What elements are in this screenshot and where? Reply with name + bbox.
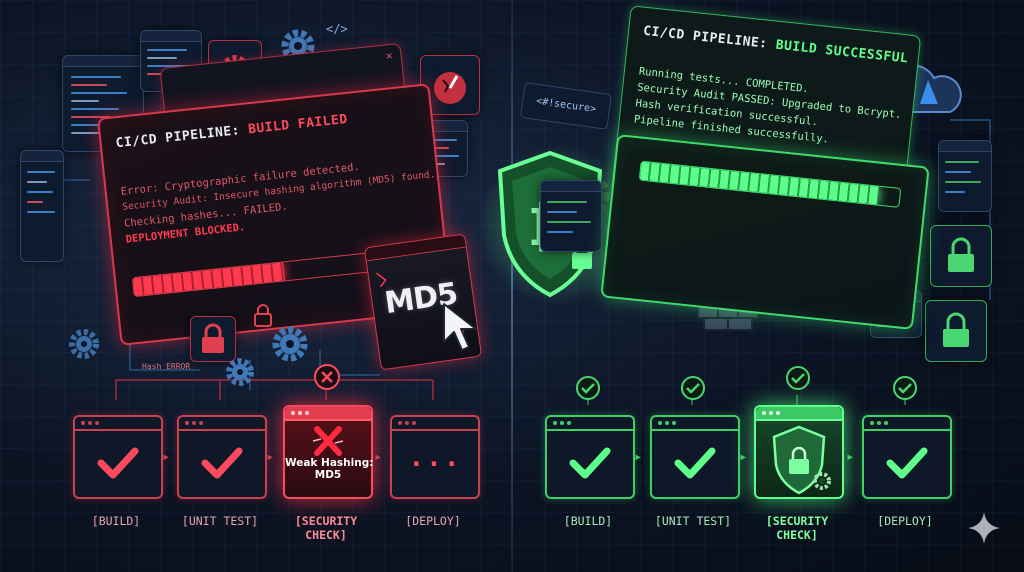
lock-window-green-2 — [925, 300, 987, 362]
arrow-icon: ▸ — [374, 449, 383, 465]
arrow-icon: ▸ — [634, 449, 643, 465]
stage-security-check-passed — [754, 405, 844, 499]
sparkle-icon — [968, 512, 1000, 544]
weak-hashing-note: Weak Hashing: MD5 — [285, 457, 374, 481]
lock-icon — [943, 312, 969, 347]
stage-unit-test-failed-pipeline — [177, 415, 267, 499]
shield-lock-icon — [772, 425, 831, 495]
lock-icon — [948, 237, 974, 272]
close-icon: ✕ — [385, 48, 394, 63]
lock-icon — [202, 323, 224, 353]
lock-window-red — [190, 316, 236, 362]
side-window-left — [20, 150, 64, 262]
terminal-title-prefix: CI/CD PIPELINE: — [642, 23, 769, 52]
arrow-icon: ▸ — [162, 449, 171, 465]
check-icon — [569, 447, 611, 479]
gear-icon — [272, 326, 308, 362]
stage-build-failed-pipeline — [73, 415, 163, 499]
broken-gauge-icon — [434, 72, 466, 104]
side-window-right — [938, 140, 992, 212]
terminal-title-status: BUILD SUCCESSFUL — [774, 37, 909, 67]
hash-error-label: Hash ERROR — [142, 362, 191, 371]
check-icon — [97, 447, 139, 479]
check-icon — [201, 447, 243, 479]
pending-dots: ... — [408, 443, 462, 473]
stage-label-unit-test: [UNIT TEST] — [181, 514, 259, 528]
gear-icon — [69, 329, 99, 359]
code-tag: </> — [326, 22, 348, 36]
gear-icon — [226, 358, 254, 386]
terminal-title-prefix: CI/CD PIPELINE: — [114, 123, 241, 152]
stage-security-check-failed: Weak Hashing: MD5 — [283, 405, 373, 499]
arrow-icon: ▸ — [739, 449, 748, 465]
stage-build-success-pipeline — [545, 415, 635, 499]
check-circle-icon — [786, 366, 810, 390]
stage-label-build: [BUILD] — [563, 514, 613, 528]
cross-icon — [312, 426, 344, 456]
stage-label-deploy: [DEPLOY] — [405, 514, 461, 528]
check-icon — [674, 447, 716, 479]
stage-deploy-success-pipeline — [862, 415, 952, 499]
success-terminal-front — [600, 134, 930, 330]
progress-bar-success — [638, 160, 902, 208]
stage-label-security-check: [SECURITY CHECK] — [294, 514, 358, 542]
stage-label-deploy: [DEPLOY] — [877, 514, 933, 528]
stage-deploy-failed-pipeline: ... — [390, 415, 480, 499]
progress-fill-failed — [132, 262, 285, 297]
stage-unit-test-success-pipeline — [650, 415, 740, 499]
check-circle-icon — [576, 376, 600, 400]
cross-circle-icon — [314, 364, 340, 390]
stage-label-build: [BUILD] — [91, 514, 141, 528]
code-window-center-right — [540, 180, 602, 252]
stage-label-unit-test: [UNIT TEST] — [654, 514, 732, 528]
lock-outline-icon — [254, 304, 272, 327]
arrow-icon: ▸ — [266, 449, 275, 465]
lock-window-green — [930, 225, 992, 287]
stage-label-security-check: [SECURITY CHECK] — [765, 514, 829, 542]
check-circle-icon — [893, 376, 917, 400]
cursor-icon — [443, 303, 477, 351]
check-icon — [886, 447, 928, 479]
check-circle-icon — [681, 376, 705, 400]
progress-fill-success — [639, 161, 880, 205]
arrow-icon: ▸ — [846, 449, 855, 465]
terminal-title-status: BUILD FAILED — [247, 111, 349, 138]
